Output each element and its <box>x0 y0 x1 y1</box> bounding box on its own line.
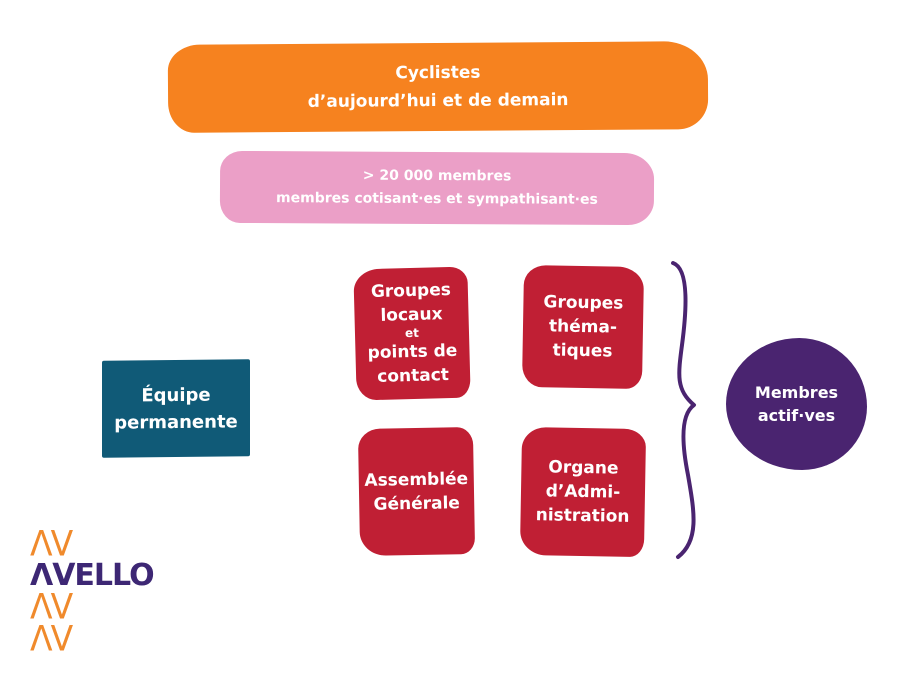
box-groupes-thematiques: Groupes théma- tiques <box>521 264 645 390</box>
box-groupes-locaux-line: Groupes <box>370 279 452 303</box>
box-assemblee-generale-line: Générale <box>373 492 461 515</box>
banner-cyclists: Cyclistes d’aujourd’hui et de demain <box>167 41 709 133</box>
box-equipe-permanente-line: permanente <box>114 410 238 434</box>
banner-cyclists-line-2: d’aujourd’hui et de demain <box>307 90 569 112</box>
circle-membres-actifs: Membres actif·ves <box>726 338 867 470</box>
logo-mark: ΛV <box>30 523 73 564</box>
logo-wordmark: ΛVELLO <box>30 558 155 593</box>
box-organe-administration-line: nistration <box>535 505 630 527</box>
box-groupes-locaux-line: et <box>404 325 420 341</box>
banner-cyclists-line-1: Cyclistes <box>395 62 481 84</box>
box-equipe-permanente: Équipe permanente <box>102 359 250 458</box>
box-groupes-thematiques-line: théma- <box>548 316 618 338</box>
box-organe-administration-line: d’Admi- <box>545 481 621 503</box>
circle-membres-actifs-line: Membres <box>754 383 839 402</box>
box-groupes-locaux-line: locaux <box>380 304 443 326</box>
banner-members-line-1: > 20 000 membres <box>362 167 512 185</box>
box-organe-administration-line: Organe <box>548 457 619 479</box>
box-organe-administration: Organe d’Admi- nistration <box>519 426 647 558</box>
curly-brace-icon <box>671 261 696 559</box>
logo-mark: ΛV <box>30 586 73 627</box>
banner-members: > 20 000 membres membres cotisant·es et … <box>219 150 655 226</box>
box-assemblee-generale: Assemblée Générale <box>357 427 476 556</box>
box-assemblee-generale-line: Assemblée <box>364 468 469 491</box>
box-groupes-locaux: Groupes locaux et points de contact <box>353 266 471 401</box>
box-groupes-thematiques-line: Groupes <box>543 292 624 314</box>
box-groupes-locaux-line: points de <box>367 340 458 364</box>
box-groupes-locaux-line: contact <box>377 365 450 387</box>
box-equipe-permanente-line: Équipe <box>141 384 211 406</box>
banner-members-line-2: membres cotisant·es et sympathisant·es <box>275 190 598 208</box>
logo-mark: ΛV <box>30 618 73 659</box>
box-groupes-thematiques-line: tiques <box>552 340 613 362</box>
circle-membres-actifs-line: actif·ves <box>757 406 836 425</box>
avello-logo: ΛV ΛVELLO ΛV ΛV <box>30 523 155 659</box>
